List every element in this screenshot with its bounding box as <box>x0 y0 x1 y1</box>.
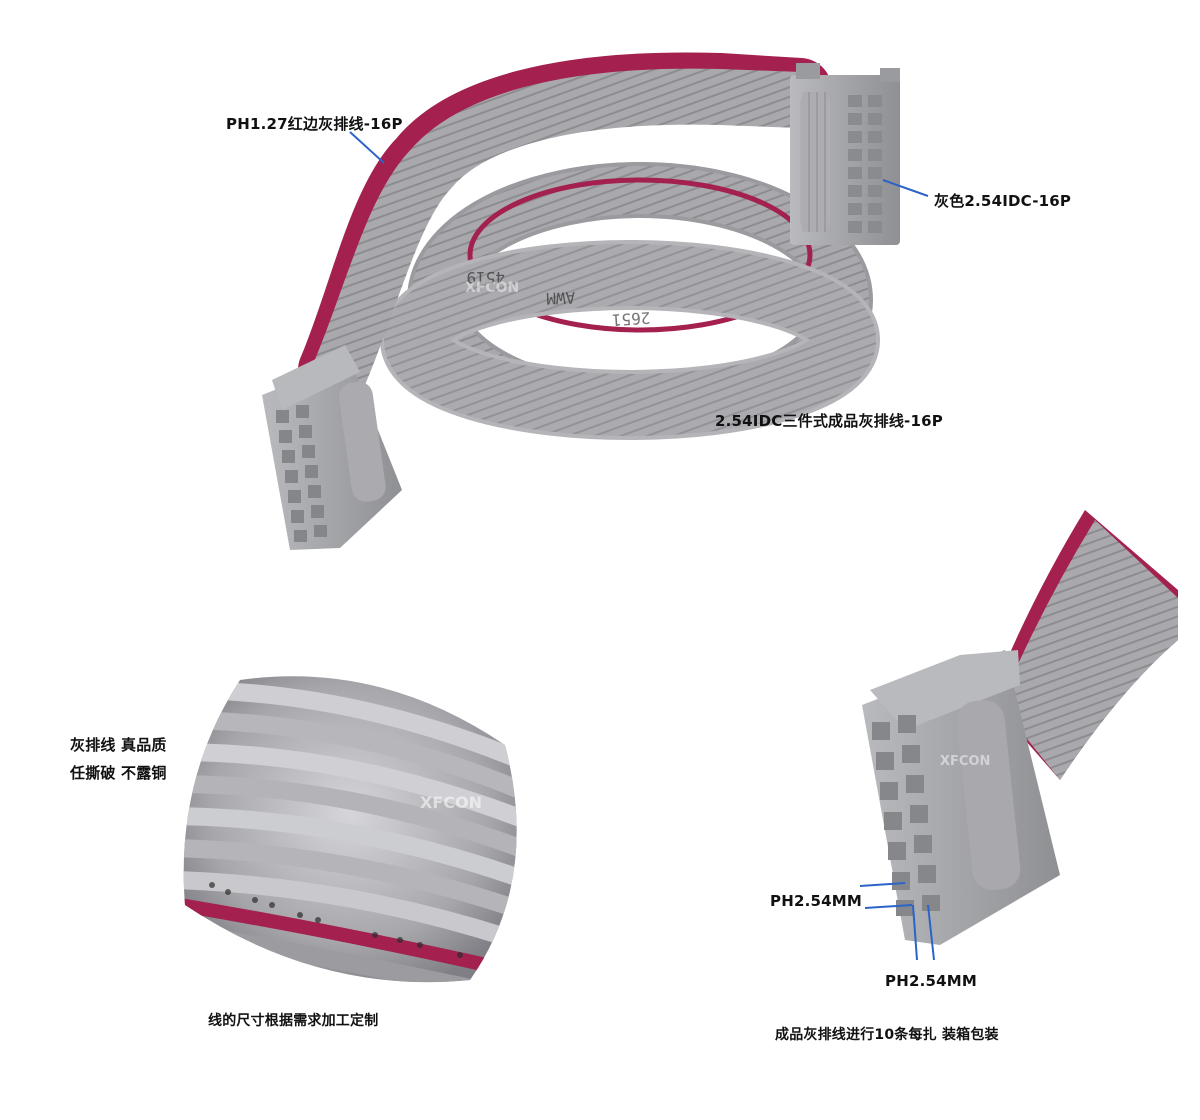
svg-text:4519: 4519 <box>466 268 505 287</box>
label-quality-line1: 灰排线 真品质 <box>70 736 167 754</box>
watermark-connector: XFCON <box>940 754 990 769</box>
label-finished-cable: 2.54IDC三件式成品灰排线-16P <box>715 412 943 430</box>
idc-connector-bottom-left <box>262 345 402 550</box>
label-custom-size: 线的尺寸根据需求加工定制 <box>208 1013 379 1029</box>
label-pitch-vertical: PH2.54MM <box>885 972 978 990</box>
cable-loop <box>380 162 880 440</box>
pitch-pointer-lines <box>859 882 935 961</box>
idc-connector-top-right <box>790 63 900 245</box>
pointer-lines-top <box>349 131 929 197</box>
label-quality-line2: 任撕破 不露铜 <box>70 764 167 782</box>
watermark-closeup: XFCON <box>420 793 482 812</box>
cable-print-marks: 2651 AWM 4519 <box>466 268 651 330</box>
svg-text:2651: 2651 <box>611 308 651 330</box>
cable-tail <box>312 68 828 400</box>
label-red-edge-cable: PH1.27红边灰排线-16P <box>226 115 403 133</box>
cable-closeup-sphere: XFCON <box>183 676 517 983</box>
connector-closeup: XFCON <box>862 510 1178 945</box>
label-packing: 成品灰排线进行10条每扎 装箱包装 <box>775 1027 999 1043</box>
label-gray-idc: 灰色2.54IDC-16P <box>934 192 1072 210</box>
svg-text:AWM: AWM <box>546 288 576 308</box>
label-pitch-horizontal: PH2.54MM <box>770 892 863 910</box>
watermark-top: XFCON <box>465 280 519 296</box>
